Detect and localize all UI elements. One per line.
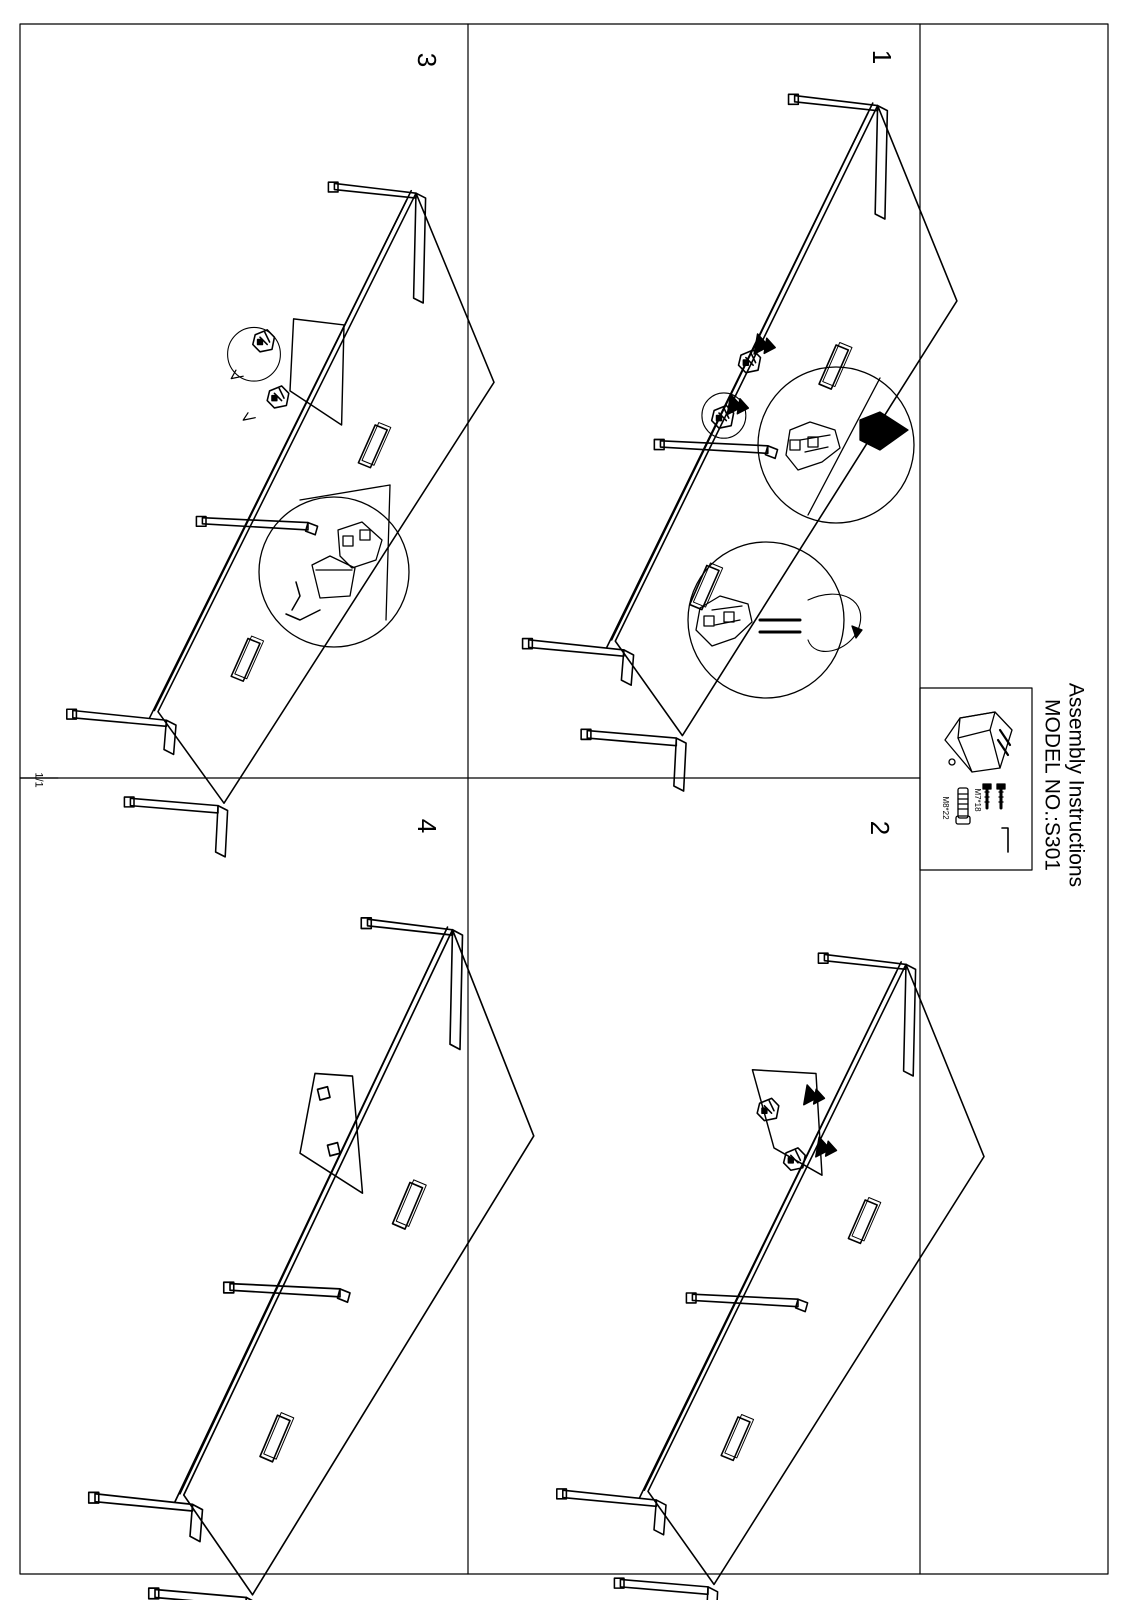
document-title: Assembly Instructions [1064, 682, 1088, 888]
page-number: 1/1 [32, 772, 45, 788]
screw-label: M7*18 [973, 788, 982, 812]
step-number-3: 3 [412, 52, 442, 68]
page-frame [19, 23, 1109, 1575]
detail-circle-screw [687, 541, 863, 699]
step-3-panel [66, 181, 495, 858]
step-number-1: 1 [867, 49, 897, 65]
bolt-icon [955, 787, 971, 825]
detail-circle-insert [757, 366, 915, 524]
step-1-panel [521, 93, 958, 792]
step-2-panel [555, 952, 985, 1605]
step-number-2: 2 [865, 820, 895, 836]
bolt-label: M8*22 [941, 796, 950, 820]
step-4-panel [87, 916, 535, 1605]
step-number-4: 4 [412, 818, 442, 834]
parts-box [919, 687, 1033, 871]
bracket-icon [944, 711, 1013, 773]
allen-key-icon [1001, 827, 1009, 853]
model-number: MODEL NO.:S301 [1040, 699, 1064, 871]
detail-circle-fasten [258, 484, 410, 648]
screw-icon [982, 783, 1006, 810]
